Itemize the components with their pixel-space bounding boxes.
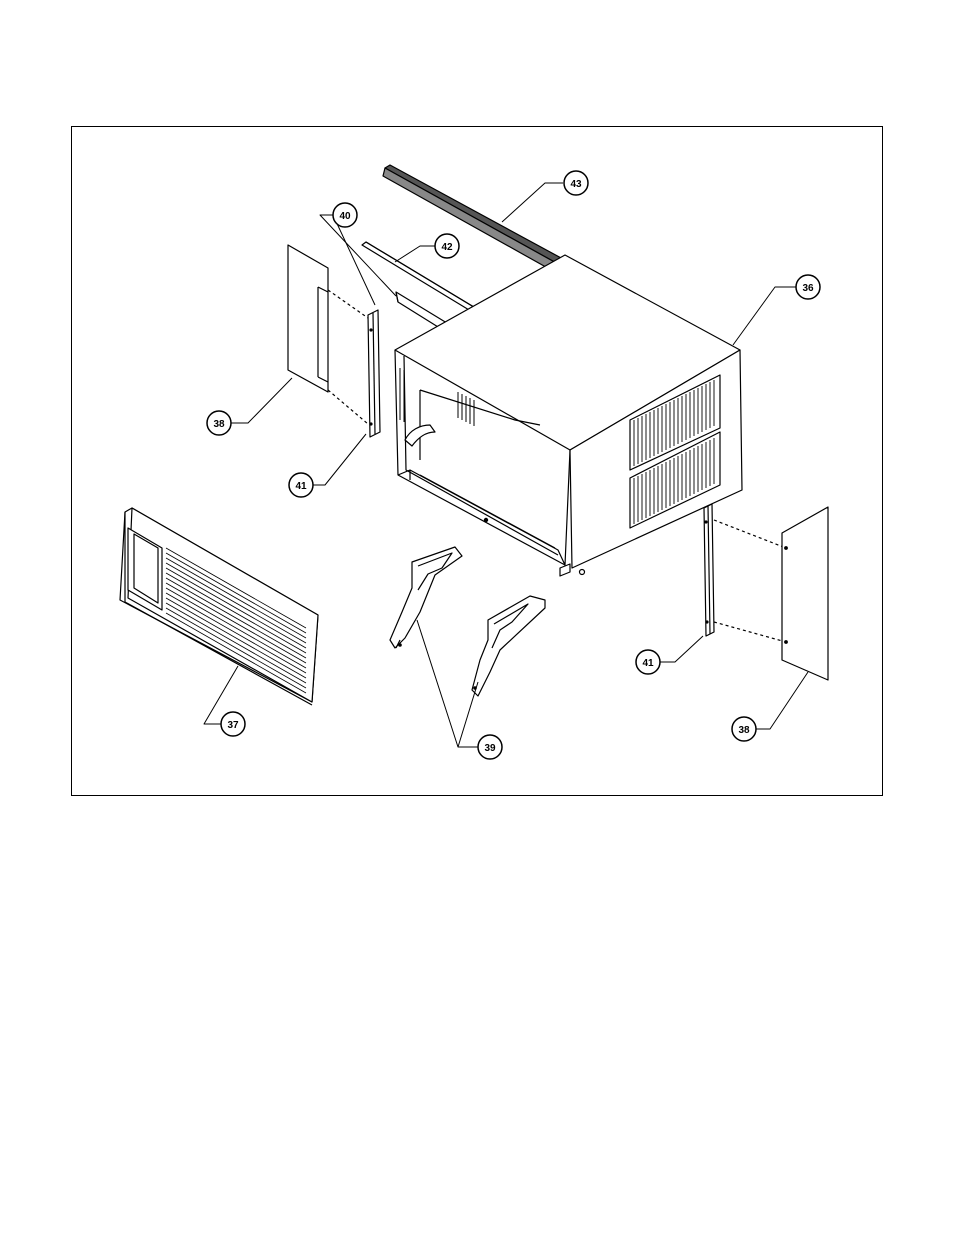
svg-text:39: 39 xyxy=(484,743,496,754)
callout-39: 39 xyxy=(478,735,502,759)
callout-36: 36 xyxy=(796,275,820,299)
callout-41-right: 41 xyxy=(636,650,660,674)
part-41-right-channel xyxy=(704,504,786,642)
svg-text:43: 43 xyxy=(570,179,582,190)
part-38-left-curtain xyxy=(288,245,368,424)
callout-42: 42 xyxy=(435,234,459,258)
part-38-right-curtain xyxy=(782,507,828,680)
svg-text:40: 40 xyxy=(339,211,351,222)
part-41-left-channel xyxy=(368,310,380,437)
callout-38-left: 38 xyxy=(207,411,231,435)
part-36-cabinet xyxy=(395,255,742,576)
svg-text:37: 37 xyxy=(227,720,239,731)
callout-40: 40 xyxy=(333,203,357,227)
part-39-bracket-right xyxy=(472,596,545,696)
part-39-bracket-left xyxy=(390,547,462,648)
svg-text:36: 36 xyxy=(802,283,814,294)
callout-41-left: 41 xyxy=(289,473,313,497)
callout-43: 43 xyxy=(564,171,588,195)
svg-text:42: 42 xyxy=(441,242,453,253)
svg-text:41: 41 xyxy=(642,658,654,669)
svg-text:41: 41 xyxy=(295,481,307,492)
callout-38-right: 38 xyxy=(732,717,756,741)
callout-37: 37 xyxy=(221,712,245,736)
part-37-front-grille xyxy=(120,508,318,705)
svg-text:38: 38 xyxy=(738,725,750,736)
svg-text:38: 38 xyxy=(213,419,225,430)
